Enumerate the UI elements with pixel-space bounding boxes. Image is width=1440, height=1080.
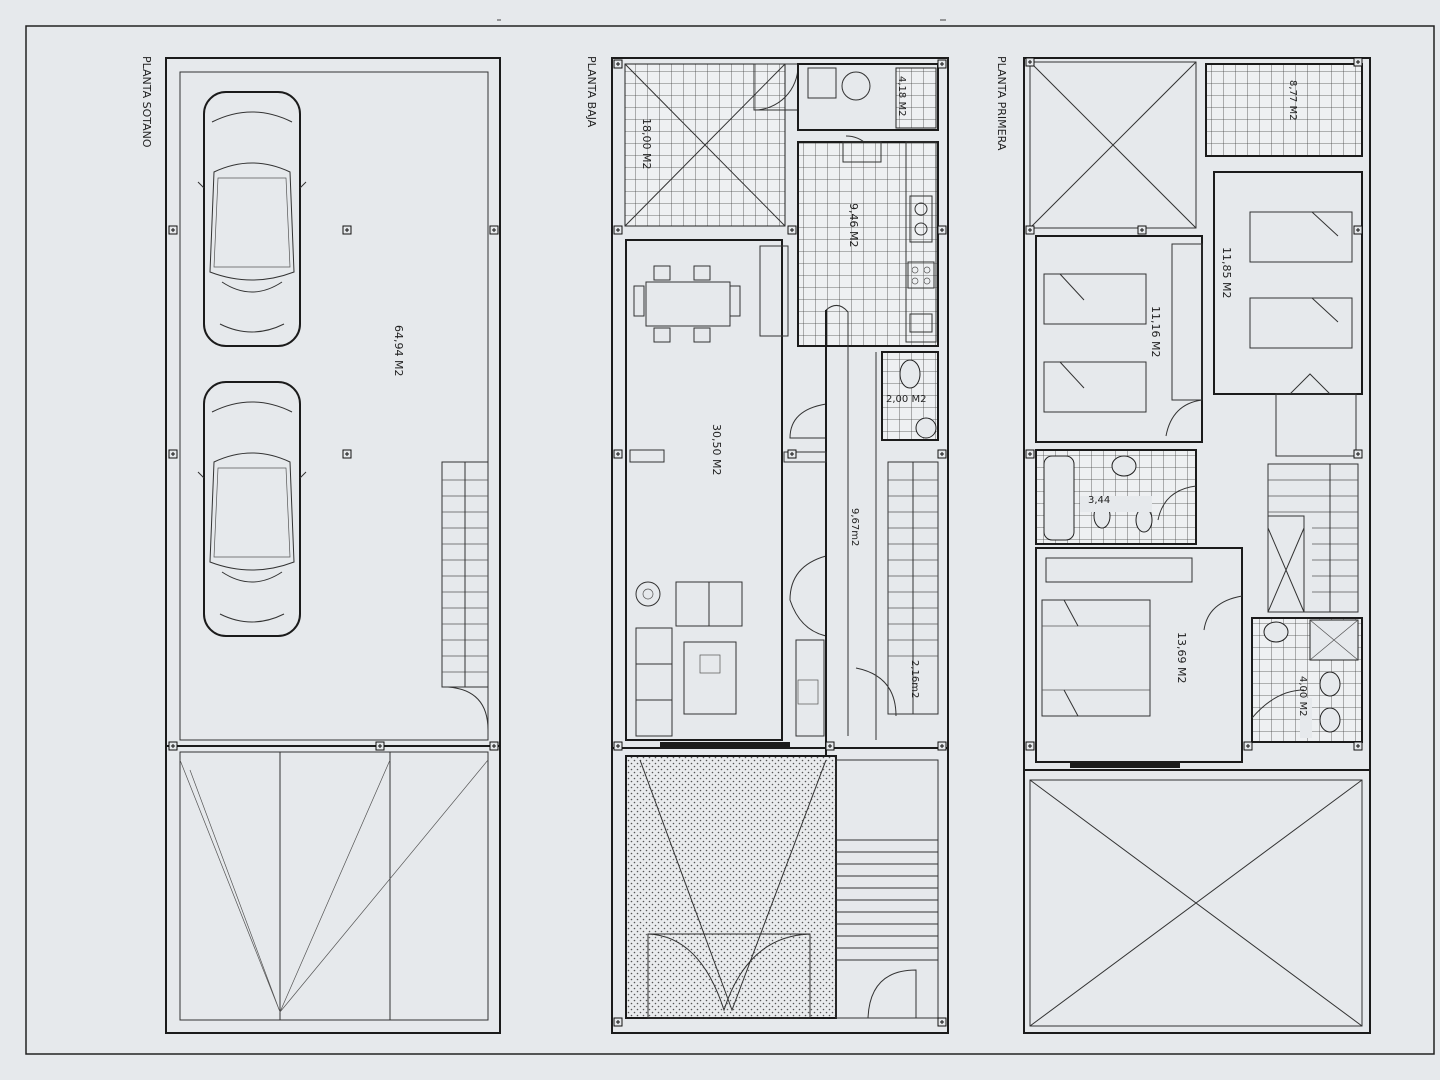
bathroom2-area: 4,00 M2	[1297, 676, 1308, 716]
first-floor-plan: PLANTA PRIMERA 8,77 M2 11,16 M2 11,85 M2…	[995, 56, 1371, 1034]
first-title: PLANTA PRIMERA	[995, 56, 1008, 151]
basement-title: PLANTA SOTANO	[140, 56, 153, 148]
garage-area: 64,94 M2	[392, 325, 405, 376]
basement-plan: PLANTA SOTANO 64,94 M2	[140, 56, 501, 1034]
terrace-area: 8,77 M2	[1287, 80, 1298, 120]
bathroom1-area: 3,44	[1088, 495, 1110, 506]
kitchen-area: 9,46 M2	[847, 203, 860, 247]
stair-area: 2,16m2	[909, 660, 920, 698]
laundry-area: 4,18 M2	[896, 76, 907, 116]
living-area: 30,50 M2	[710, 424, 723, 475]
patio-area: 18,00 M2	[640, 118, 653, 169]
bedroom1-area: 11,16 M2	[1149, 306, 1162, 357]
bedroom2-area: 11,85 M2	[1220, 247, 1233, 298]
ground-title: PLANTA BAJA	[585, 56, 598, 128]
bedroom3-area: 13,69 M2	[1175, 632, 1188, 683]
wc-area: 2,00 M2	[886, 394, 926, 405]
ground-floor-plan: PLANTA BAJA 18,00 M2 4,18 M2 9,46 M2 30,…	[585, 56, 949, 1034]
hall-area: 9,67m2	[849, 508, 860, 546]
